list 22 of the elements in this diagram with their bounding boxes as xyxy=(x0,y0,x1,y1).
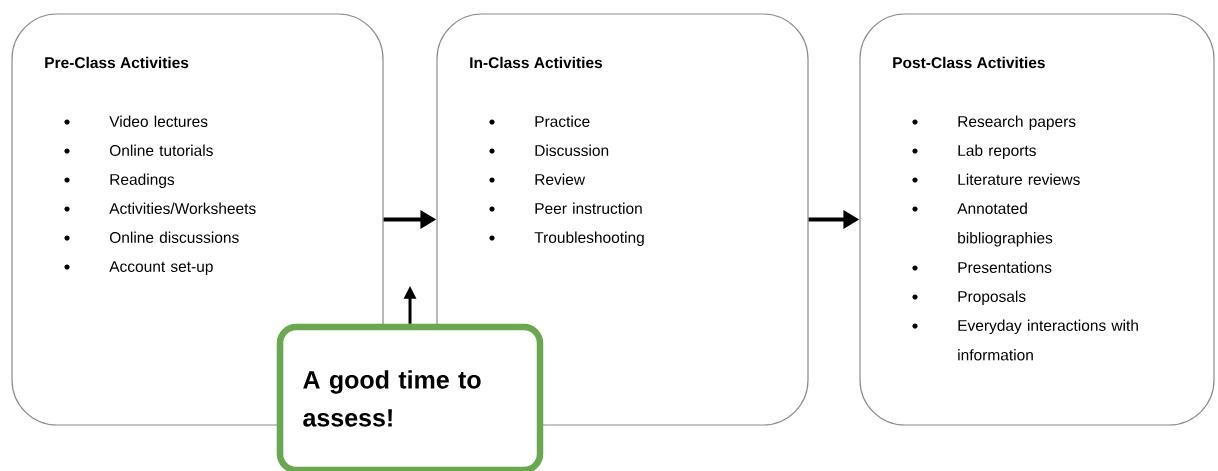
list-item: Peer instruction xyxy=(489,202,642,214)
list-item: Online tutorials xyxy=(64,144,213,156)
list-item: Practice xyxy=(489,115,590,127)
list-item: Everyday interactions with information xyxy=(912,319,1138,361)
list-item: Video lectures xyxy=(64,115,208,127)
heading: Post-Class Activities xyxy=(893,56,1045,69)
heading: Pre-Class Activities xyxy=(45,56,189,69)
list-item: Readings xyxy=(64,173,175,189)
list-item: Lab reports xyxy=(912,144,1036,160)
list-item: Annotated bibliographies xyxy=(912,202,1053,247)
list-item: Troubleshooting xyxy=(489,231,644,247)
callout-box: A good time to assess! xyxy=(276,323,544,471)
list-item: Review xyxy=(489,173,586,185)
list-item: Account set-up xyxy=(64,261,213,276)
list-item: Discussion xyxy=(489,144,609,156)
list-item: Research papers xyxy=(912,115,1076,131)
list-item: Online discussions xyxy=(64,231,239,243)
heading: In-Class Activities xyxy=(470,56,603,69)
list-item: Presentations xyxy=(912,261,1052,273)
list-item: Literature reviews xyxy=(912,173,1080,185)
list-item: Activities/Worksheets xyxy=(64,202,256,214)
list-item: Proposals xyxy=(912,290,1026,306)
